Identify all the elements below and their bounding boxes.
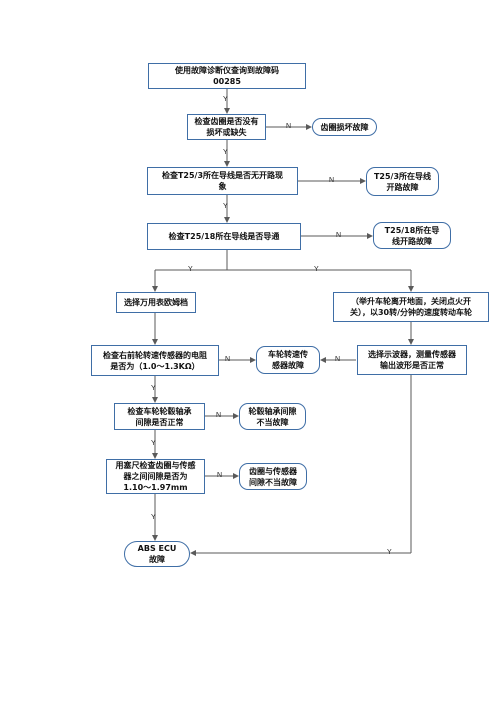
- edge-label-y: Y: [151, 385, 156, 392]
- node-text: 齿圈与传感器: [249, 466, 297, 476]
- edge-label-n: N: [335, 356, 341, 363]
- edge-label-y: Y: [151, 514, 156, 521]
- node-text: （举升车轮离开地面，关闭点火开: [351, 297, 471, 306]
- edge-label-n: N: [216, 412, 222, 419]
- node-text: 1.10～1.97mm: [123, 483, 188, 492]
- node-oscilloscope-waveform: 选择示波器，测量传感器 输出波形是否正常: [357, 345, 467, 375]
- node-text: 象: [218, 182, 227, 191]
- node-text: 故障: [149, 555, 165, 564]
- node-text: 器之间间隙是否为: [123, 472, 188, 481]
- node-text: 输出波形是否正常: [380, 361, 444, 370]
- node-check-sensor-resistance: 检查右前轮转速传感器的电阻 是否为（1.0～1.3KΩ）: [91, 345, 219, 376]
- edge-label-y: Y: [223, 203, 228, 210]
- node-read-fault-code: 使用故障诊断仪查询到故障码 00285: [148, 63, 306, 89]
- node-check-t25-3: 检查T25/3所在导线是否无开路现 象: [147, 167, 298, 195]
- node-text: 检查右前轮转速传感器的电阻: [103, 350, 207, 360]
- node-text: 检查齿圈是否没有: [194, 117, 259, 126]
- edge-label-y: Y: [223, 149, 228, 156]
- edge-label-y: Y: [188, 266, 193, 273]
- node-text: 检查T25/18所在导线是否导通: [168, 232, 280, 241]
- node-select-ohmmeter: 选择万用表欧姆档: [116, 292, 196, 313]
- node-lift-rotate-wheel: （举升车轮离开地面，关闭点火开 关），以30转/分钟的速度转动车轮: [333, 292, 489, 322]
- node-text: 检查车轮轮毂轴承: [127, 406, 192, 416]
- node-text: 损坏或缺失: [206, 128, 247, 137]
- node-text: 是否为（1.0～1.3KΩ）: [110, 361, 200, 371]
- node-text: 不当故障: [256, 417, 289, 427]
- edge-label-y: Y: [223, 96, 228, 103]
- edge-label-n: N: [286, 123, 292, 130]
- node-text: 检查T25/3所在导线是否无开路现: [161, 171, 284, 180]
- node-text: 选择示波器，测量传感器: [368, 350, 456, 359]
- node-t25-3-open-fault: T25/3所在导线 开路故障: [366, 167, 439, 196]
- edge-label-y: Y: [387, 549, 392, 556]
- node-text: 00285: [213, 77, 241, 86]
- edge-label-y: Y: [151, 440, 156, 447]
- node-t25-18-open-fault: T25/18所在导 线开路故障: [373, 222, 451, 249]
- edge-label-n: N: [336, 232, 342, 239]
- node-check-t25-18: 检查T25/18所在导线是否导通: [147, 223, 301, 250]
- node-check-hub-bearing: 检查车轮轮毂轴承 间隙是否正常: [114, 403, 205, 430]
- edge-label-n: N: [217, 472, 223, 479]
- node-text: 间隙不当故障: [249, 477, 297, 487]
- edge-label-n: N: [329, 177, 335, 184]
- node-check-gear-ring: 检查齿圈是否没有 损坏或缺失: [187, 114, 266, 140]
- node-check-air-gap: 用塞尺检查齿圈与传感 器之间间隙是否为 1.10～1.97mm: [106, 459, 205, 494]
- edge-label-n: N: [225, 356, 231, 363]
- node-abs-ecu-fault: ABS ECU 故障: [124, 541, 190, 567]
- node-text: 关），以30转/分钟的速度转动车轮: [349, 308, 473, 317]
- node-text: 感器故障: [272, 361, 304, 370]
- node-text: 轮毂轴承间隙: [248, 406, 297, 416]
- edge-label-y: Y: [314, 266, 319, 273]
- node-text: 车轮转速传: [268, 350, 308, 359]
- node-air-gap-fault: 齿圈与传感器 间隙不当故障: [239, 463, 307, 490]
- node-text: 选择万用表欧姆档: [124, 298, 188, 307]
- node-text: 开路故障: [386, 182, 419, 192]
- node-text: ABS ECU: [137, 544, 177, 553]
- node-gear-ring-fault: 齿圈损坏故障: [312, 118, 377, 136]
- node-text: 用塞尺检查齿圈与传感: [115, 461, 196, 470]
- node-text: 齿圈损坏故障: [320, 122, 369, 132]
- node-text: 使用故障诊断仪查询到故障码: [175, 66, 279, 75]
- node-text: 间隙是否正常: [135, 417, 184, 427]
- node-wheel-speed-sensor-fault: 车轮转速传 感器故障: [256, 346, 320, 374]
- node-hub-bearing-fault: 轮毂轴承间隙 不当故障: [239, 403, 306, 430]
- node-text: 线开路故障: [392, 236, 432, 246]
- node-text: T25/3所在导线: [373, 171, 432, 181]
- node-text: T25/18所在导: [384, 225, 440, 235]
